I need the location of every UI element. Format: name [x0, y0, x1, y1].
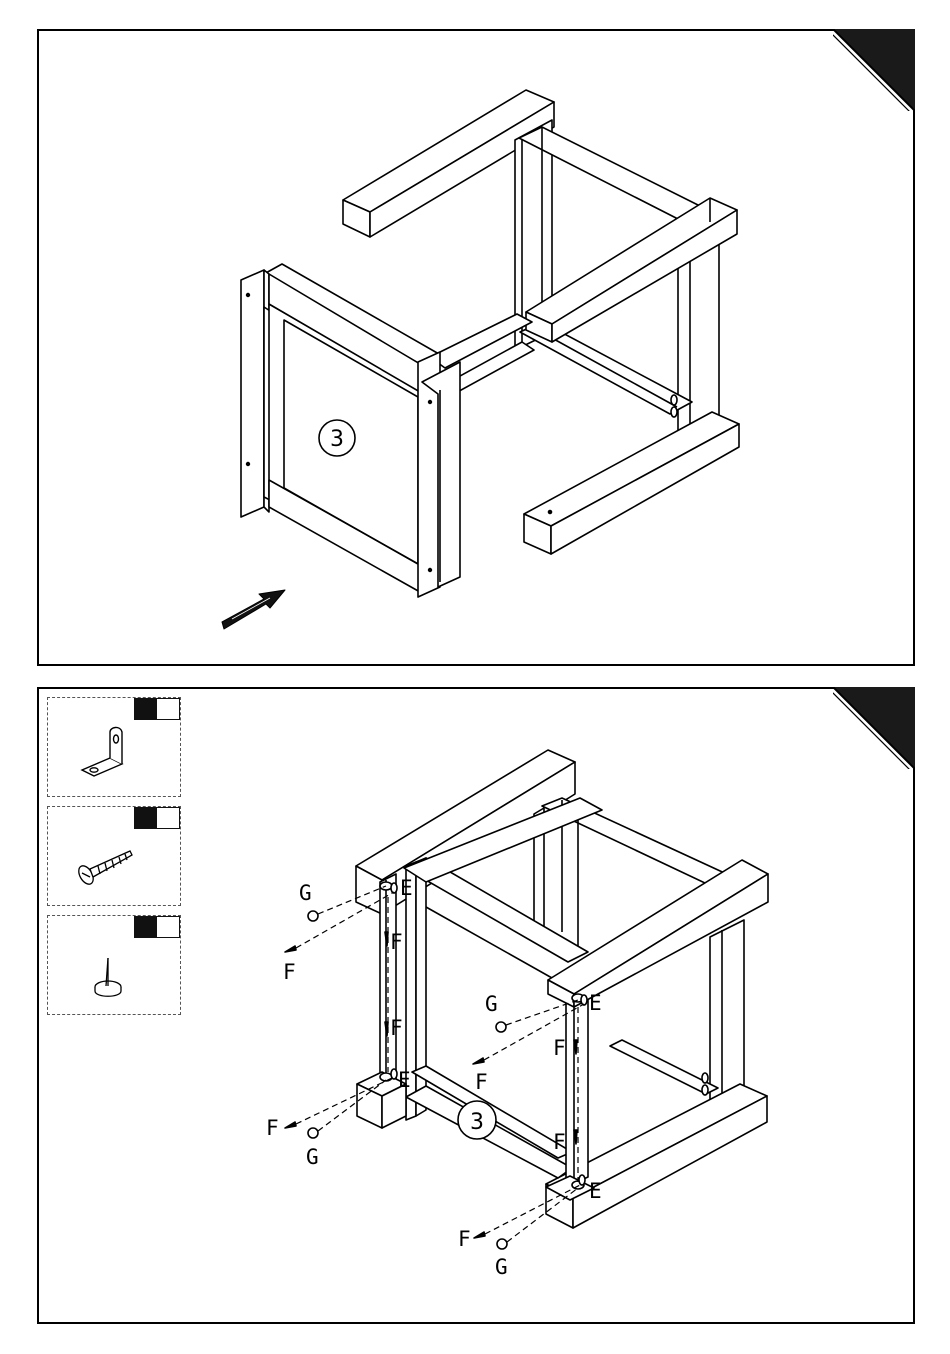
- front-bottom-beam: [524, 412, 739, 554]
- label-f: F: [475, 1070, 488, 1094]
- step-panel-2: 3 E E E E F F F F F F F F G G G G: [37, 687, 915, 1324]
- label-f: F: [283, 960, 296, 984]
- label-e: E: [400, 876, 413, 900]
- label-g: G: [306, 1145, 319, 1169]
- direction-arrow-icon: [222, 590, 285, 629]
- label-f: F: [458, 1227, 471, 1251]
- label-g: G: [485, 992, 498, 1016]
- label-f: F: [390, 930, 403, 954]
- step-panel-1: 3: [37, 29, 915, 666]
- panel-number: 3: [470, 1110, 484, 1135]
- screw-icon: [285, 932, 577, 1238]
- label-g: G: [299, 881, 312, 905]
- frame-assembly-drawing: 3: [39, 31, 913, 664]
- label-f: F: [553, 1130, 566, 1154]
- label-e: E: [398, 1068, 411, 1092]
- label-f: F: [553, 1036, 566, 1060]
- frame-fastening-drawing: 3 E E E E F F F F F F F F G G G G: [39, 689, 913, 1322]
- label-e: E: [589, 1179, 602, 1203]
- label-f: F: [266, 1116, 279, 1140]
- panel-number: 3: [330, 427, 344, 452]
- label-f: F: [390, 1016, 403, 1040]
- label-e: E: [589, 991, 602, 1015]
- label-g: G: [495, 1255, 508, 1279]
